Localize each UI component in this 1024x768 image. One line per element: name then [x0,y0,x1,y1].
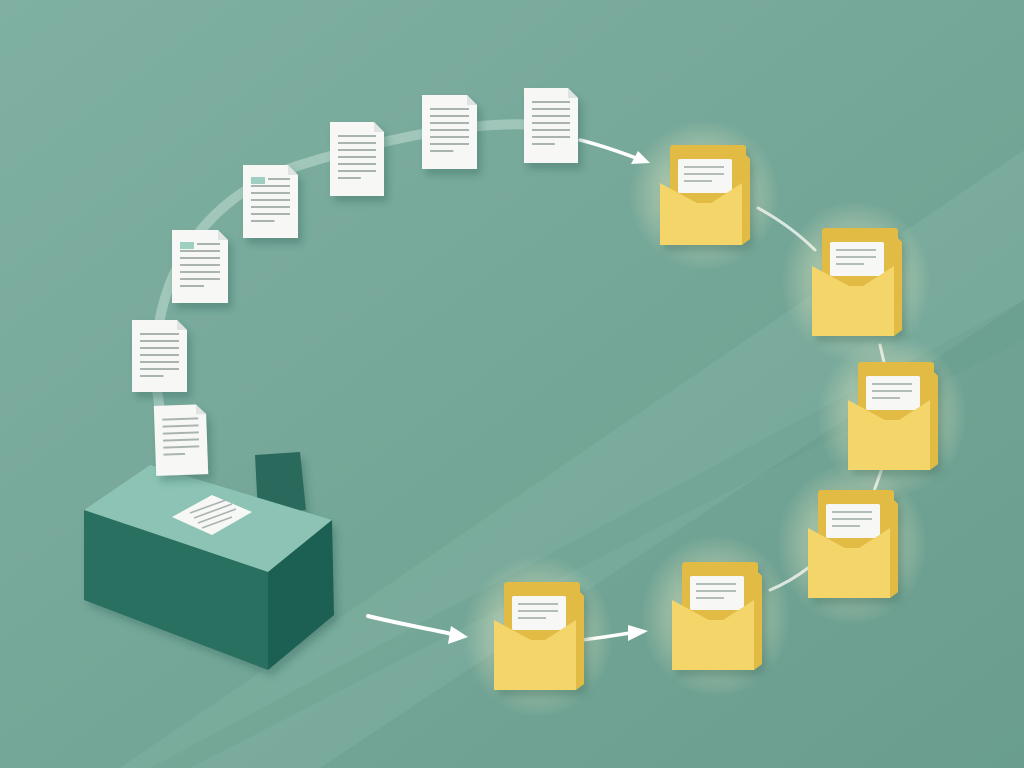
folder-3 [817,335,967,497]
folder-6 [463,555,613,717]
document-sheet [524,88,578,163]
desk-front [84,510,268,670]
document-text-line [163,445,200,449]
document-sheet [422,95,477,169]
folder-front [672,600,754,670]
document-7 [524,88,578,163]
document-6 [422,95,477,169]
document-4 [243,165,298,238]
document-text-line [162,424,199,428]
folder-spine [930,368,938,470]
background-band-shadow [150,300,1024,768]
document-sheet [330,122,384,196]
document-1 [153,404,209,476]
document-text-line [162,431,199,435]
folder-4 [777,463,927,625]
folders-group [463,120,967,717]
desk-side [268,520,334,670]
folder-paper [830,242,884,276]
folder-front [812,266,894,336]
document-text-line [162,438,200,442]
folder-paper [690,576,744,610]
document-highlight [180,242,194,249]
document-fold [195,404,207,415]
document-text-line [162,417,199,421]
folder-spine [894,234,902,336]
document-3 [172,230,228,303]
folder-paper [866,376,920,410]
document-fold [177,320,187,330]
documents-group [132,88,578,476]
document-text-line [163,452,186,456]
document-sheet [172,230,228,303]
document-fold [218,230,228,240]
document-highlight [251,177,265,184]
document-fold [374,122,384,132]
document-sheet [243,165,298,238]
document-2 [132,320,187,392]
folder-5 [641,535,791,697]
document-fold [568,88,578,98]
desk-chair-back [255,452,306,514]
folder-front [848,400,930,470]
folder-spine [754,568,762,670]
folder-paper [512,596,566,630]
folder-2 [781,201,931,363]
folder-spine [742,151,750,245]
folder-paper [826,504,880,538]
document-fold [467,95,477,105]
folder-front [494,620,576,690]
arrow-desk-to-folder [366,614,468,644]
folder-spine [576,588,584,690]
desk-paper-lines [189,499,237,529]
document-fold [288,165,298,175]
desk [84,452,334,670]
desk-paper [172,495,252,535]
folder-1 [629,120,779,270]
folder-paper [678,159,732,193]
folder-front [660,183,742,245]
folder-front [808,528,890,598]
folder-spine [890,496,898,598]
document-5 [330,122,384,196]
